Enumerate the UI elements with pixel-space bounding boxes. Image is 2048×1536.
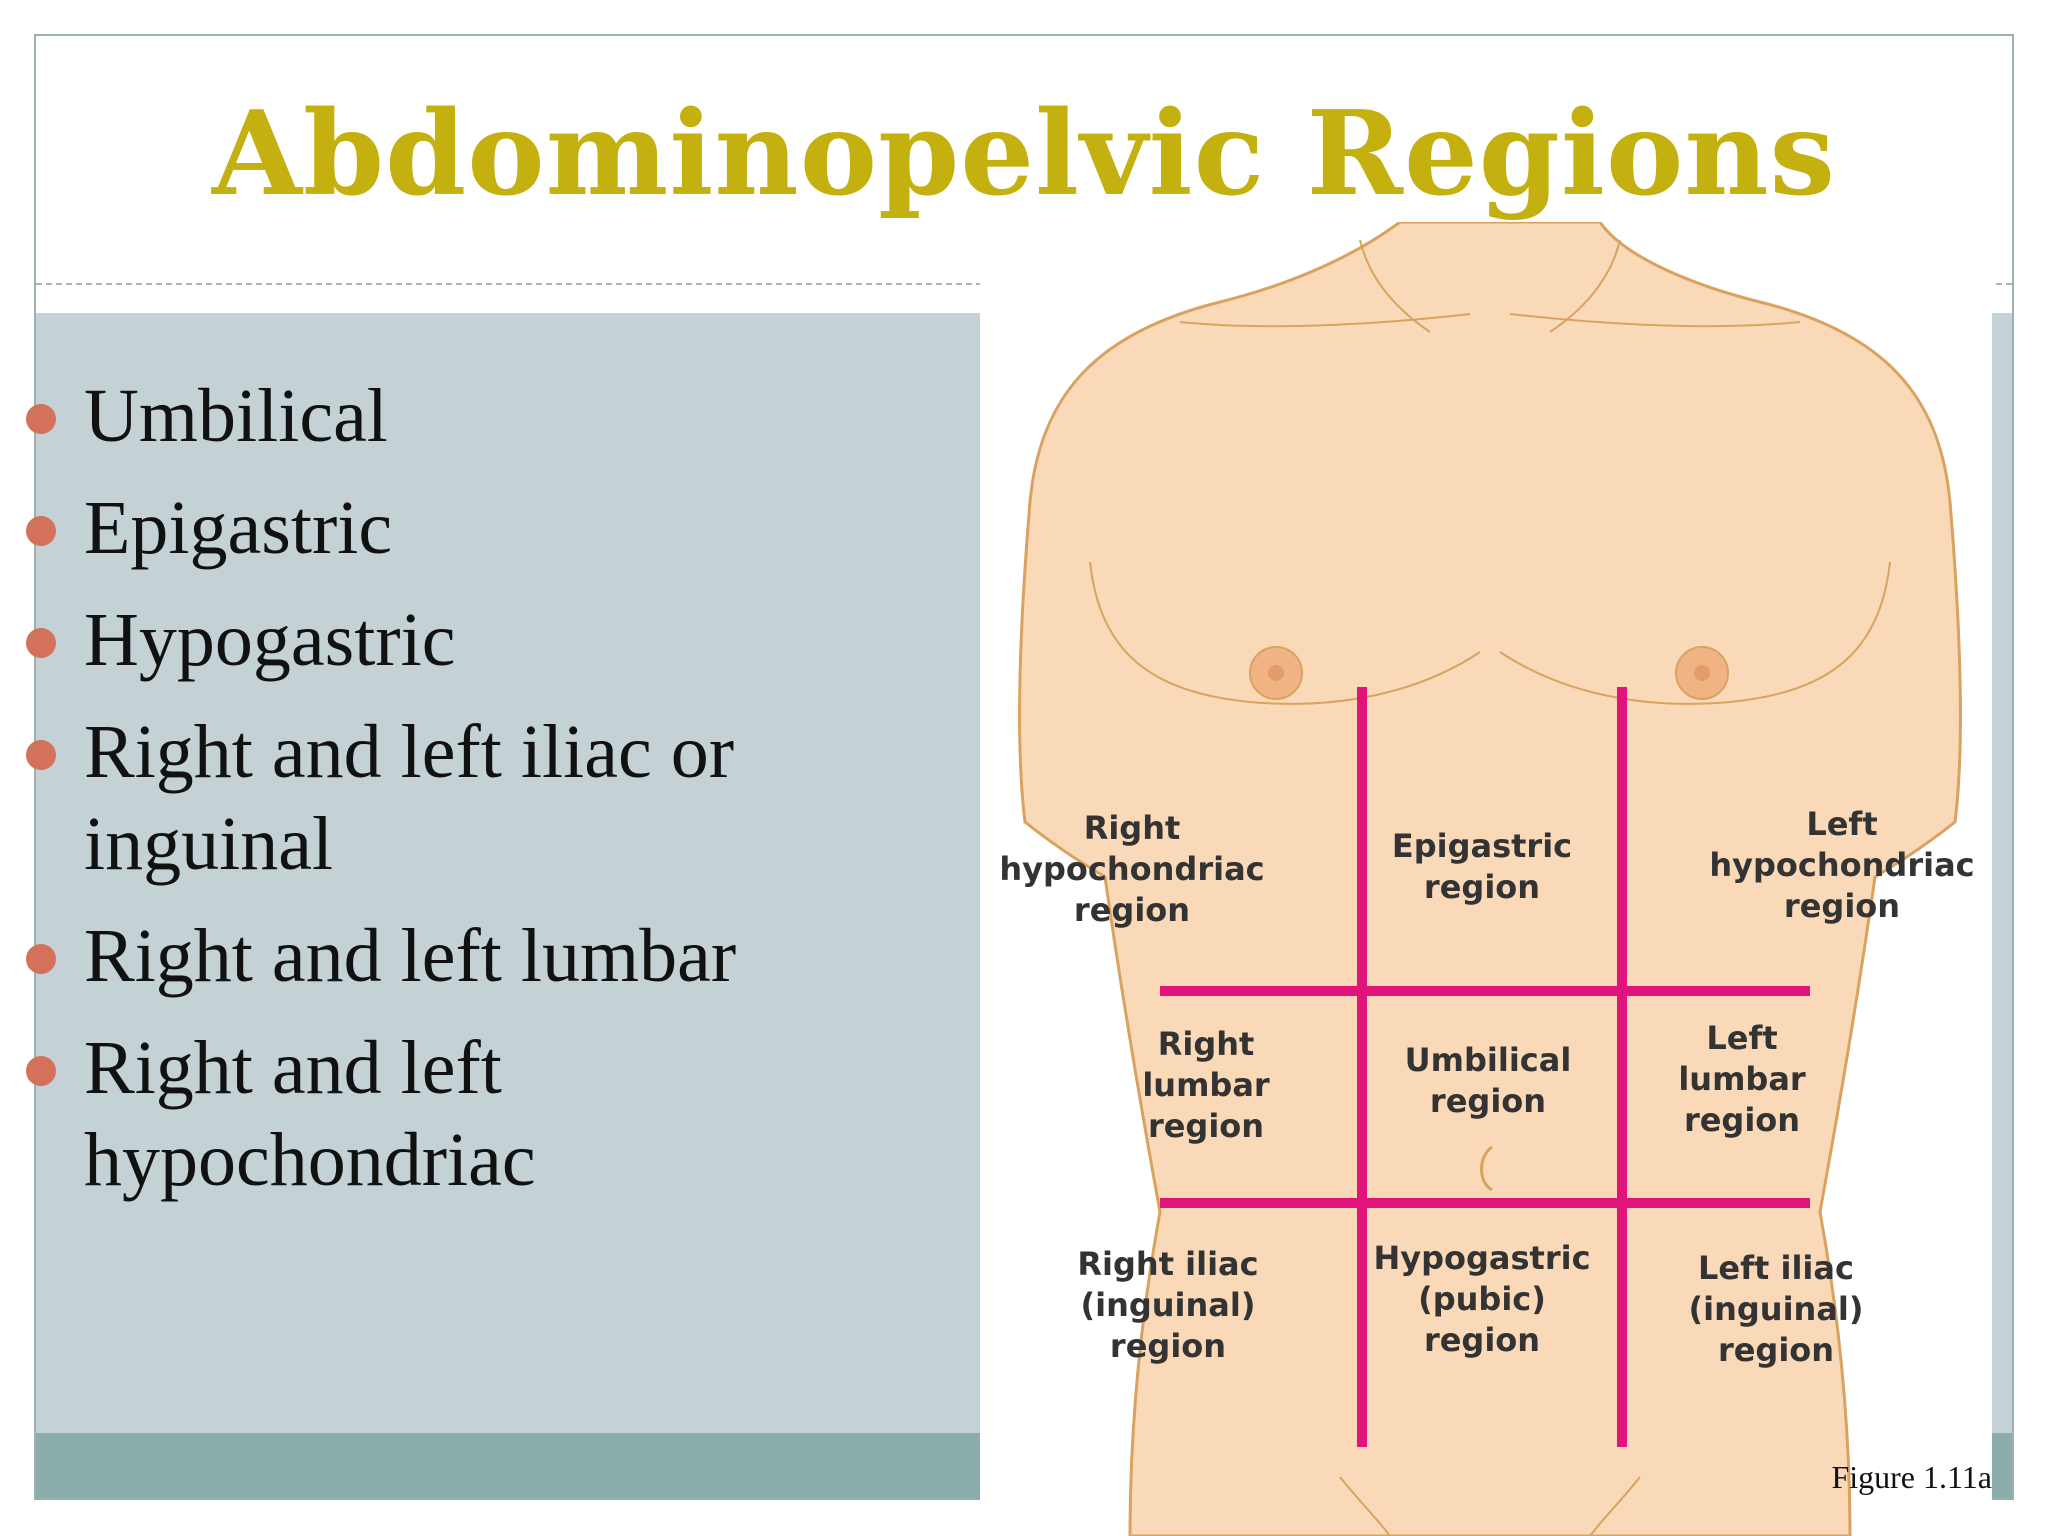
label-right-hypochondriac: Right hypochondriac region — [999, 809, 1265, 929]
chest-line-left — [1089, 561, 1481, 705]
navel-icon — [1480, 1145, 1493, 1192]
bullet-dot-icon — [26, 740, 56, 770]
bullet-item: Hypogastric — [0, 594, 950, 686]
figure-caption: Figure 1.11a — [1831, 1459, 1992, 1495]
clavicle-left — [1179, 313, 1471, 328]
bullet-text: Umbilical — [84, 374, 388, 458]
bullet-text: Epigastric — [84, 486, 393, 570]
bullet-item: Right and left hypochondriac — [0, 1022, 950, 1206]
torso-illustration — [1018, 222, 1962, 1536]
label-left-hypochondriac: Left hypochondriac region — [1709, 805, 1975, 925]
bullet-item: Umbilical — [0, 370, 950, 462]
bullet-item: Epigastric — [0, 482, 950, 574]
bullet-text: Right and left iliac or inguinal — [84, 710, 735, 886]
label-umbilical: Umbilical region — [1404, 1041, 1572, 1120]
bullet-dot-icon — [26, 944, 56, 974]
label-hypogastric: Hypogastric (pubic) region — [1373, 1239, 1591, 1359]
bullet-dot-icon — [26, 404, 56, 434]
clavicle-right — [1509, 313, 1801, 328]
bullet-item: Right and left iliac or inguinal — [0, 706, 950, 890]
bullet-dot-icon — [26, 1056, 56, 1086]
bullet-item: Right and left lumbar — [0, 910, 950, 1002]
neck-line-left — [1359, 239, 1431, 333]
bullet-list: Umbilical Epigastric Hypogastric Right a… — [0, 370, 950, 1226]
bullet-text: Right and left hypochondriac — [84, 1026, 536, 1202]
label-left-iliac: Left iliac (inguinal) region — [1688, 1249, 1864, 1369]
label-right-iliac: Right iliac (inguinal) region — [1077, 1245, 1259, 1365]
anatomy-figure: Right hypochondriac region Epigastric re… — [980, 222, 1992, 1536]
bullet-text: Right and left lumbar — [84, 914, 737, 998]
bullet-text: Hypogastric — [84, 598, 456, 682]
label-right-lumbar: Right lumbar region — [1142, 1025, 1270, 1145]
bullet-dot-icon — [26, 628, 56, 658]
label-epigastric: Epigastric region — [1391, 827, 1573, 906]
neck-line-right — [1549, 239, 1621, 333]
bullet-dot-icon — [26, 516, 56, 546]
slide-title: Abdominopelvic Regions — [212, 86, 1836, 222]
chest-line-right — [1499, 561, 1891, 705]
label-left-lumbar: Left lumbar region — [1678, 1019, 1806, 1139]
